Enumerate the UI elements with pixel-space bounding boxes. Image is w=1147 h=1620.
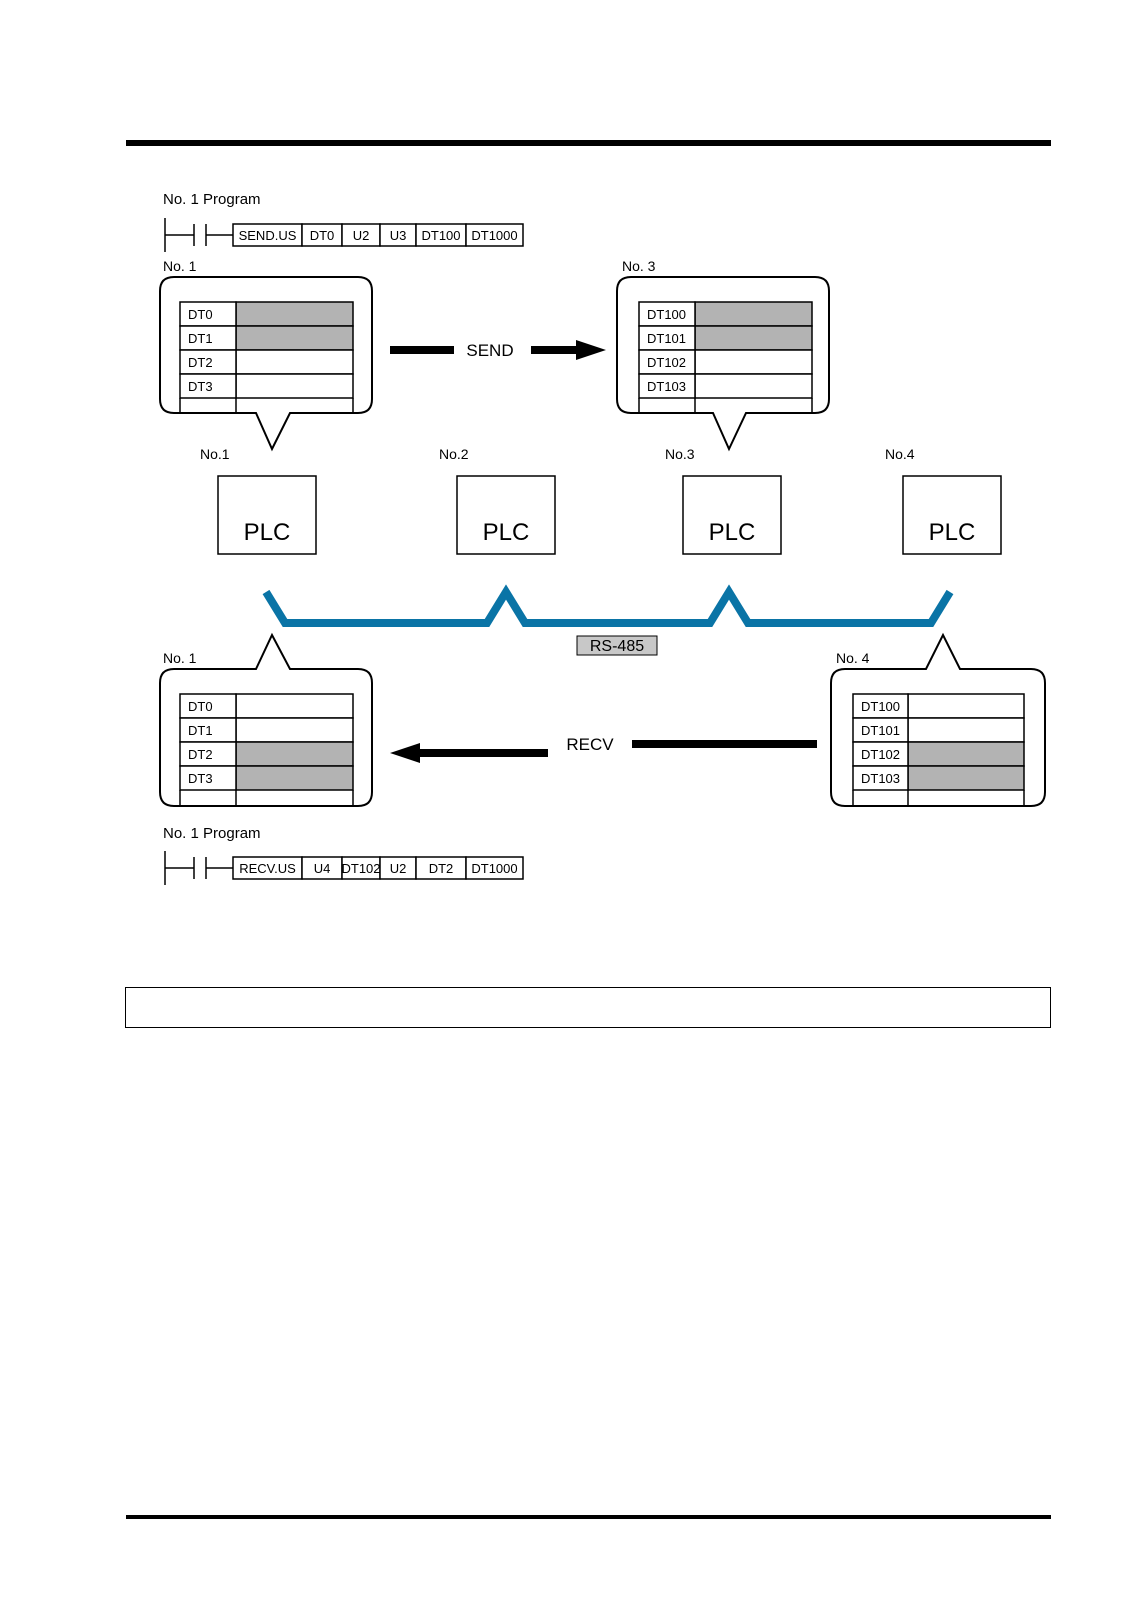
plc-number: No.4 [885,446,915,462]
register-value-cell [236,718,353,742]
register-name: DT3 [188,379,213,394]
instruction-operand: DT1000 [471,861,517,876]
send-ladder-contact [165,218,233,252]
register-name: DT102 [647,355,686,370]
register-name: DT100 [647,307,686,322]
register-value-cell [695,326,812,350]
register-name: DT3 [188,771,213,786]
register-name: DT2 [188,747,213,762]
register-value-cell [695,374,812,398]
instruction-operand: DT0 [310,228,335,243]
register-name: DT2 [188,355,213,370]
instruction-operand: DT102 [341,861,380,876]
send-program-title: No. 1 Program [163,191,261,208]
station-label: No. 1 [163,258,197,274]
plc-label: PLC [483,519,530,546]
station-label: No. 1 [163,650,197,666]
rs485-label: RS-485 [590,638,644,655]
instruction-operand: DT1000 [471,228,517,243]
send-instruction-box: SEND.US DT0 U2 U3 DT100 DT1000 [233,224,523,246]
register-name: DT0 [188,307,213,322]
register-name: DT100 [861,699,900,714]
register-name: DT1 [188,723,213,738]
note-box [125,987,1051,1028]
register-value-cell [908,694,1024,718]
register-name: DT103 [647,379,686,394]
instruction-operand: SEND.US [239,228,297,243]
register-name: DT102 [861,747,900,762]
register-value-cell [908,766,1024,790]
register-name: DT101 [647,331,686,346]
register-value-cell [236,766,353,790]
send-label: SEND [466,341,513,360]
register-name: DT103 [861,771,900,786]
instruction-operand: U4 [314,861,331,876]
register-value-cell [695,302,812,326]
instruction-operand: RECV.US [239,861,296,876]
register-value-cell [236,694,353,718]
register-value-cell [908,718,1024,742]
instruction-operand: DT100 [421,228,460,243]
plc-label: PLC [244,519,291,546]
plc-label: PLC [929,519,976,546]
register-name: DT0 [188,699,213,714]
instruction-operand: U2 [390,861,407,876]
plc-label: PLC [709,519,756,546]
plc-number: No.3 [665,446,695,462]
register-name: DT101 [861,723,900,738]
instruction-operand: U3 [390,228,407,243]
bottom-rule [126,1515,1051,1519]
register-value-cell [908,742,1024,766]
recv-instruction-box: RECV.US U4 DT102 U2 DT2 DT1000 [233,857,523,879]
recv-program-title: No. 1 Program [163,825,261,842]
register-value-cell [695,350,812,374]
register-value-cell [236,350,353,374]
rs485-bus-line [266,592,950,623]
register-value-cell [236,742,353,766]
plc-number: No.2 [439,446,469,462]
register-value-cell [236,374,353,398]
register-value-cell [236,326,353,350]
recv-ladder-contact [165,851,233,885]
station-label: No. 3 [622,258,656,274]
plc-number: No.1 [200,446,230,462]
register-value-cell [236,302,353,326]
station-label: No. 4 [836,650,870,666]
register-name: DT1 [188,331,213,346]
recv-label: RECV [566,735,614,754]
instruction-operand: DT2 [429,861,454,876]
instruction-operand: U2 [353,228,370,243]
